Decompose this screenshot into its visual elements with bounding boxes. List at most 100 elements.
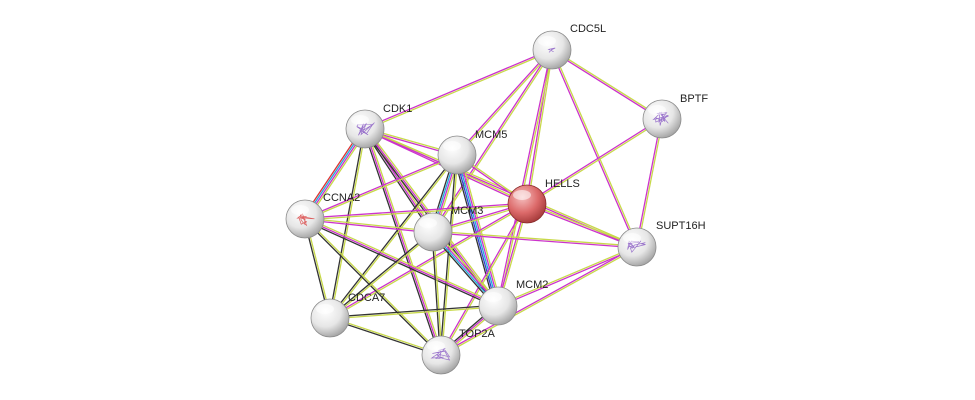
node-highlight [538,36,556,46]
edge-evidence-textmining [527,202,638,247]
edge-evidence-experimental [526,117,662,204]
node-label: MCM5 [475,129,507,141]
edge-evidence-textmining [527,119,663,206]
edge-evidence-experimental [550,50,637,248]
edge-mcm3-cdca7[interactable] [329,230,434,320]
edge-ccna2-mcm3[interactable] [304,217,434,234]
node-label: CDC5L [570,23,606,35]
edge-evidence-textmining [305,216,499,306]
node-top2a[interactable]: TOP2A [421,328,496,375]
edge-evidence-textmining [457,50,554,157]
edge-evidence-textmining [305,155,458,221]
edge-mcm3-supt16h[interactable] [432,230,638,249]
edge-evidence-textmining [330,232,434,320]
purple-structure-icon [356,122,375,136]
edge-evidence-textmining [365,128,444,355]
node-bubble[interactable] [532,30,572,70]
edge-evidence-experimental [635,118,662,247]
edge-evidence-textmining [441,204,529,356]
node-bubble[interactable] [478,286,518,326]
node-hells[interactable]: HELLS [507,178,580,224]
edge-mcm2-cdca7[interactable] [329,304,499,320]
node-cdk1[interactable]: CDK1 [345,103,412,149]
node-bptf[interactable]: BPTF [642,93,708,139]
edge-mcm3-top2a[interactable] [431,231,443,356]
edge-evidence-coexpression [328,154,457,318]
edge-mcm5-cdca7[interactable] [328,154,459,319]
edge-evidence-coexpression [329,304,498,318]
node-label: BPTF [680,93,708,105]
red-structure-icon [296,213,315,227]
edge-evidence-experimental [304,153,457,219]
node-mcm5[interactable]: MCM5 [437,129,507,175]
edge-cdc5l-mcm5[interactable] [455,48,554,157]
edge-evidence-textmining [305,217,434,232]
edge-evidence-homology [454,155,497,307]
edge-evidence-textmining [330,155,459,319]
node-mcm3[interactable]: MCM3 [413,205,483,252]
node-bubble[interactable] [310,298,350,338]
edge-hells-cdca7[interactable] [329,202,528,320]
node-highlight [648,105,666,115]
edge-cdc5l-supt16h[interactable] [550,49,639,248]
edge-bptf-supt16h[interactable] [635,118,664,248]
node-highlight [443,141,461,151]
edge-cdc5l-bptf[interactable] [551,48,663,121]
edge-evidence-experimental [304,202,527,219]
edge-evidence-experimental [496,49,552,306]
node-supt16h[interactable]: SUPT16H [617,220,706,267]
edge-mcm2-supt16h[interactable] [497,245,638,308]
edge-supt16h-top2a[interactable] [440,245,638,357]
edge-evidence-experimental [364,48,552,129]
node-label: CCNA2 [323,192,360,204]
node-highlight [427,341,445,351]
edge-evidence-coexpression [304,219,498,309]
node-label: CDK1 [383,103,412,115]
edge-evidence-experimental [498,247,638,308]
node-highlight [291,205,309,215]
node-label: MCM2 [516,279,548,291]
edge-mcm5-ccna2[interactable] [304,153,458,221]
edge-hells-top2a[interactable] [439,203,529,356]
edge-bptf-hells[interactable] [526,117,663,206]
edge-evidence-experimental [364,128,442,356]
edge-hells-ccna2[interactable] [304,202,528,221]
node-cdca7[interactable]: CDCA7 [310,292,385,338]
edge-evidence-coexpression [303,219,441,357]
node-label: SUPT16H [656,220,706,232]
node-highlight [623,233,641,243]
edge-cdca7-top2a[interactable] [329,316,442,357]
edge-cdc5l-cdk1[interactable] [364,48,553,131]
purple-structure-icon [430,348,451,361]
node-bubble[interactable] [617,227,657,267]
edge-evidence-textmining [441,247,638,357]
edge-cdk1-top2a[interactable] [362,128,444,356]
edge-hells-supt16h[interactable] [526,202,638,249]
edge-cdc5l-mcm2[interactable] [496,49,554,307]
node-bubble[interactable] [437,135,477,175]
edge-evidence-coexpression [329,318,441,357]
edge-evidence-textmining [330,306,499,320]
edge-evidence-textmining [637,119,664,248]
node-cdc5l[interactable]: CDC5L [532,23,606,70]
edge-ccna2-mcm2[interactable] [304,216,499,309]
edge-evidence-experimental [455,48,552,155]
edge-evidence-textmining [330,204,528,320]
node-ccna2[interactable]: CCNA2 [285,192,360,239]
node-mcm2[interactable]: MCM2 [478,279,548,326]
edge-evidence-coexpression [362,129,441,356]
edge-ccna2-top2a[interactable] [303,217,443,357]
edge-evidence-experimental [304,218,499,307]
edge-evidence-textmining [433,231,443,355]
node-highlight [419,218,437,228]
edge-evidence-textmining [497,245,637,306]
node-bubble[interactable] [413,212,453,252]
edge-evidence-experimental [526,204,637,249]
node-bubble[interactable] [507,184,547,224]
node-label: TOP2A [459,328,496,340]
node-highlight [351,115,369,125]
node-highlight [484,292,502,302]
node-label: CDCA7 [348,292,385,304]
edge-evidence-experimental [432,232,637,249]
